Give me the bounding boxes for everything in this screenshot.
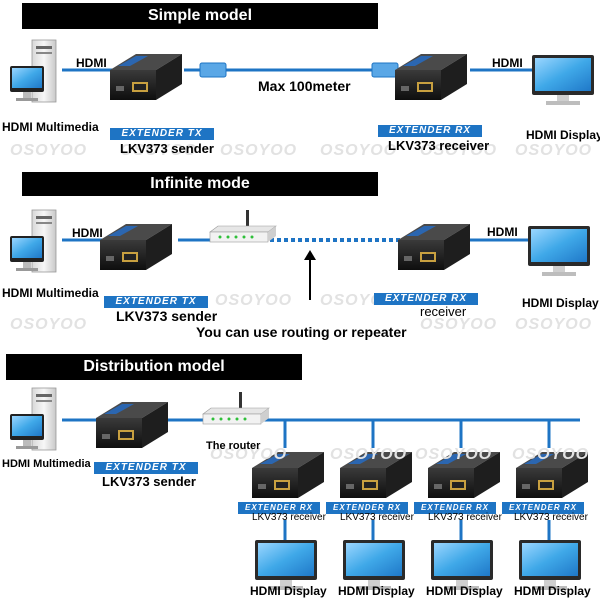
display-icon [343,540,405,590]
sender-label: LKV373 sender [102,474,196,489]
display-icon [532,55,594,105]
routing-note: You can use routing or repeater [196,324,407,340]
source-label: HDMI Multimedia [2,458,91,470]
extender-rx-tag: EXTENDER RX [502,502,584,514]
watermark: OSOYOO [10,142,88,159]
extender-tx-icon [110,54,182,100]
receiver-label: LKV373 receiver [340,512,414,523]
watermark: OSOYOO [515,142,593,159]
extender-rx-tag: EXTENDER RX [238,502,320,514]
router-label: The router [206,440,261,452]
hdmi-label: HDMI [76,56,107,70]
watermark: OSOYOO [210,446,288,463]
section-title-infinite: Infinite mode [22,172,378,196]
extender-rx-icon [395,54,467,100]
receiver-label: LKV373 receiver [514,512,588,523]
watermark: OSOYOO [415,446,493,463]
display-label: HDMI Display [250,584,327,598]
extender-rx-icon [398,224,470,270]
watermark: OSOYOO [420,316,498,333]
router-icon [209,209,277,243]
extender-tx-icon [100,224,172,270]
distribution-cables [62,418,580,542]
display-icon [255,540,317,590]
extender-tx-tag: EXTENDER TX [104,296,208,308]
display-icon [431,540,493,590]
source-label: HDMI Multimedia [2,120,99,134]
pc-icon [9,387,57,451]
extender-rx-tag: EXTENDER RX [374,293,478,305]
display-label: HDMI Display [514,584,591,598]
display-label: HDMI Display [522,296,599,310]
display-label: HDMI Display [426,584,503,598]
display-label: HDMI Display [526,128,600,142]
display-label: HDMI Display [338,584,415,598]
watermark: OSOYOO [512,446,590,463]
display-icon [519,540,581,590]
pc-icon [9,209,57,273]
watermark: OSOYOO [10,316,88,333]
hdmi-label: HDMI [487,225,518,239]
extender-rx-tag: EXTENDER RX [326,502,408,514]
extender-tx-tag: EXTENDER TX [94,462,198,474]
extender-rx-tag: EXTENDER RX [414,502,496,514]
router-icon [202,391,270,425]
extender-tx-tag: EXTENDER TX [110,128,214,140]
source-label: HDMI Multimedia [2,286,99,300]
receiver-label: receiver [420,304,467,319]
hdmi-label: HDMI [72,226,103,240]
watermark: OSOYOO [330,446,408,463]
sender-label: LKV373 sender [120,141,214,156]
section-title-simple: Simple model [22,3,378,29]
watermark: OSOYOO [420,142,498,159]
receiver-label: LKV373 receiver [388,138,490,153]
watermark: OSOYOO [120,142,198,159]
pc-icon [9,39,57,103]
watermark: OSOYOO [220,142,298,159]
watermark: OSOYOO [515,316,593,333]
distance-label: Max 100meter [258,78,351,94]
extender-tx-icon [96,402,168,448]
hdmi-label: HDMI [492,56,523,70]
section-title-distribution: Distribution model [6,354,302,380]
receiver-label: LKV373 receiver [428,512,502,523]
extender-rx-tag: EXTENDER RX [378,125,482,137]
display-icon [528,226,590,276]
receiver-label: LKV373 receiver [252,512,326,523]
simple-cables [62,62,540,78]
watermark: OSOYOO [320,142,398,159]
watermark: OSOYOO [215,292,293,309]
sender-label: LKV373 sender [116,308,218,324]
